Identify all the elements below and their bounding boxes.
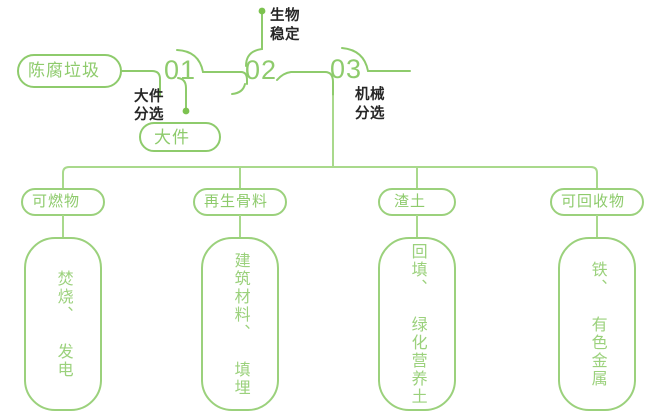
step2-arc-right (276, 71, 326, 81)
category-pill-label-4: 可回收物 (561, 193, 626, 210)
category-pill-label-1: 可燃物 (32, 193, 81, 210)
step-note-03-line1: 机械 (355, 87, 385, 103)
bulky-output-pill-label: 大件 (154, 128, 190, 147)
step-number-02: 02 (245, 55, 278, 85)
bulky-output-pill-shape[interactable] (139, 122, 221, 152)
connector-step1-to-bulky (177, 77, 187, 111)
step1-arc-upper-right (176, 49, 242, 73)
source-pill-label: 陈腐垃圾 (28, 61, 100, 80)
step3-arc-left (324, 71, 334, 97)
step2-arc-left-lower (240, 71, 248, 85)
step-note-02-line1: 生物 (270, 8, 300, 24)
step-note-01-line1: 大件 (134, 89, 164, 105)
use-box-label-1: 焚烧、 发电 (54, 269, 72, 379)
bulky-endpoint-dot (182, 107, 190, 115)
use-box-shape-3[interactable] (378, 237, 456, 411)
category-pill-label-3: 渣土 (394, 193, 427, 210)
connector-source-to-step1 (120, 70, 161, 97)
step-number-01: 01 (164, 55, 197, 85)
step2-arc-upper-left (245, 11, 263, 67)
step3-arc-upper-right (341, 47, 411, 72)
category-pill-label-2: 再生骨料 (204, 193, 269, 210)
use-box-label-2: 建筑材料、 填埋 (231, 251, 249, 397)
use-box-shape-1[interactable] (24, 237, 102, 411)
step2-arc-lower-left (231, 83, 246, 95)
use-box-shape-2[interactable] (201, 237, 279, 411)
bio-stabilize-dot (258, 7, 266, 15)
step-note-01-line2: 分选 (134, 107, 164, 123)
step-note-02-line2: 稳定 (270, 27, 300, 43)
use-box-label-3: 回填、 绿化营养土 (408, 242, 426, 406)
use-box-label-4: 铁、 有色金属 (588, 260, 606, 388)
use-box-shape-4[interactable] (558, 237, 636, 411)
step-number-03: 03 (330, 54, 363, 84)
step-note-03-line2: 分选 (355, 106, 385, 122)
distribution-bar (62, 166, 598, 187)
